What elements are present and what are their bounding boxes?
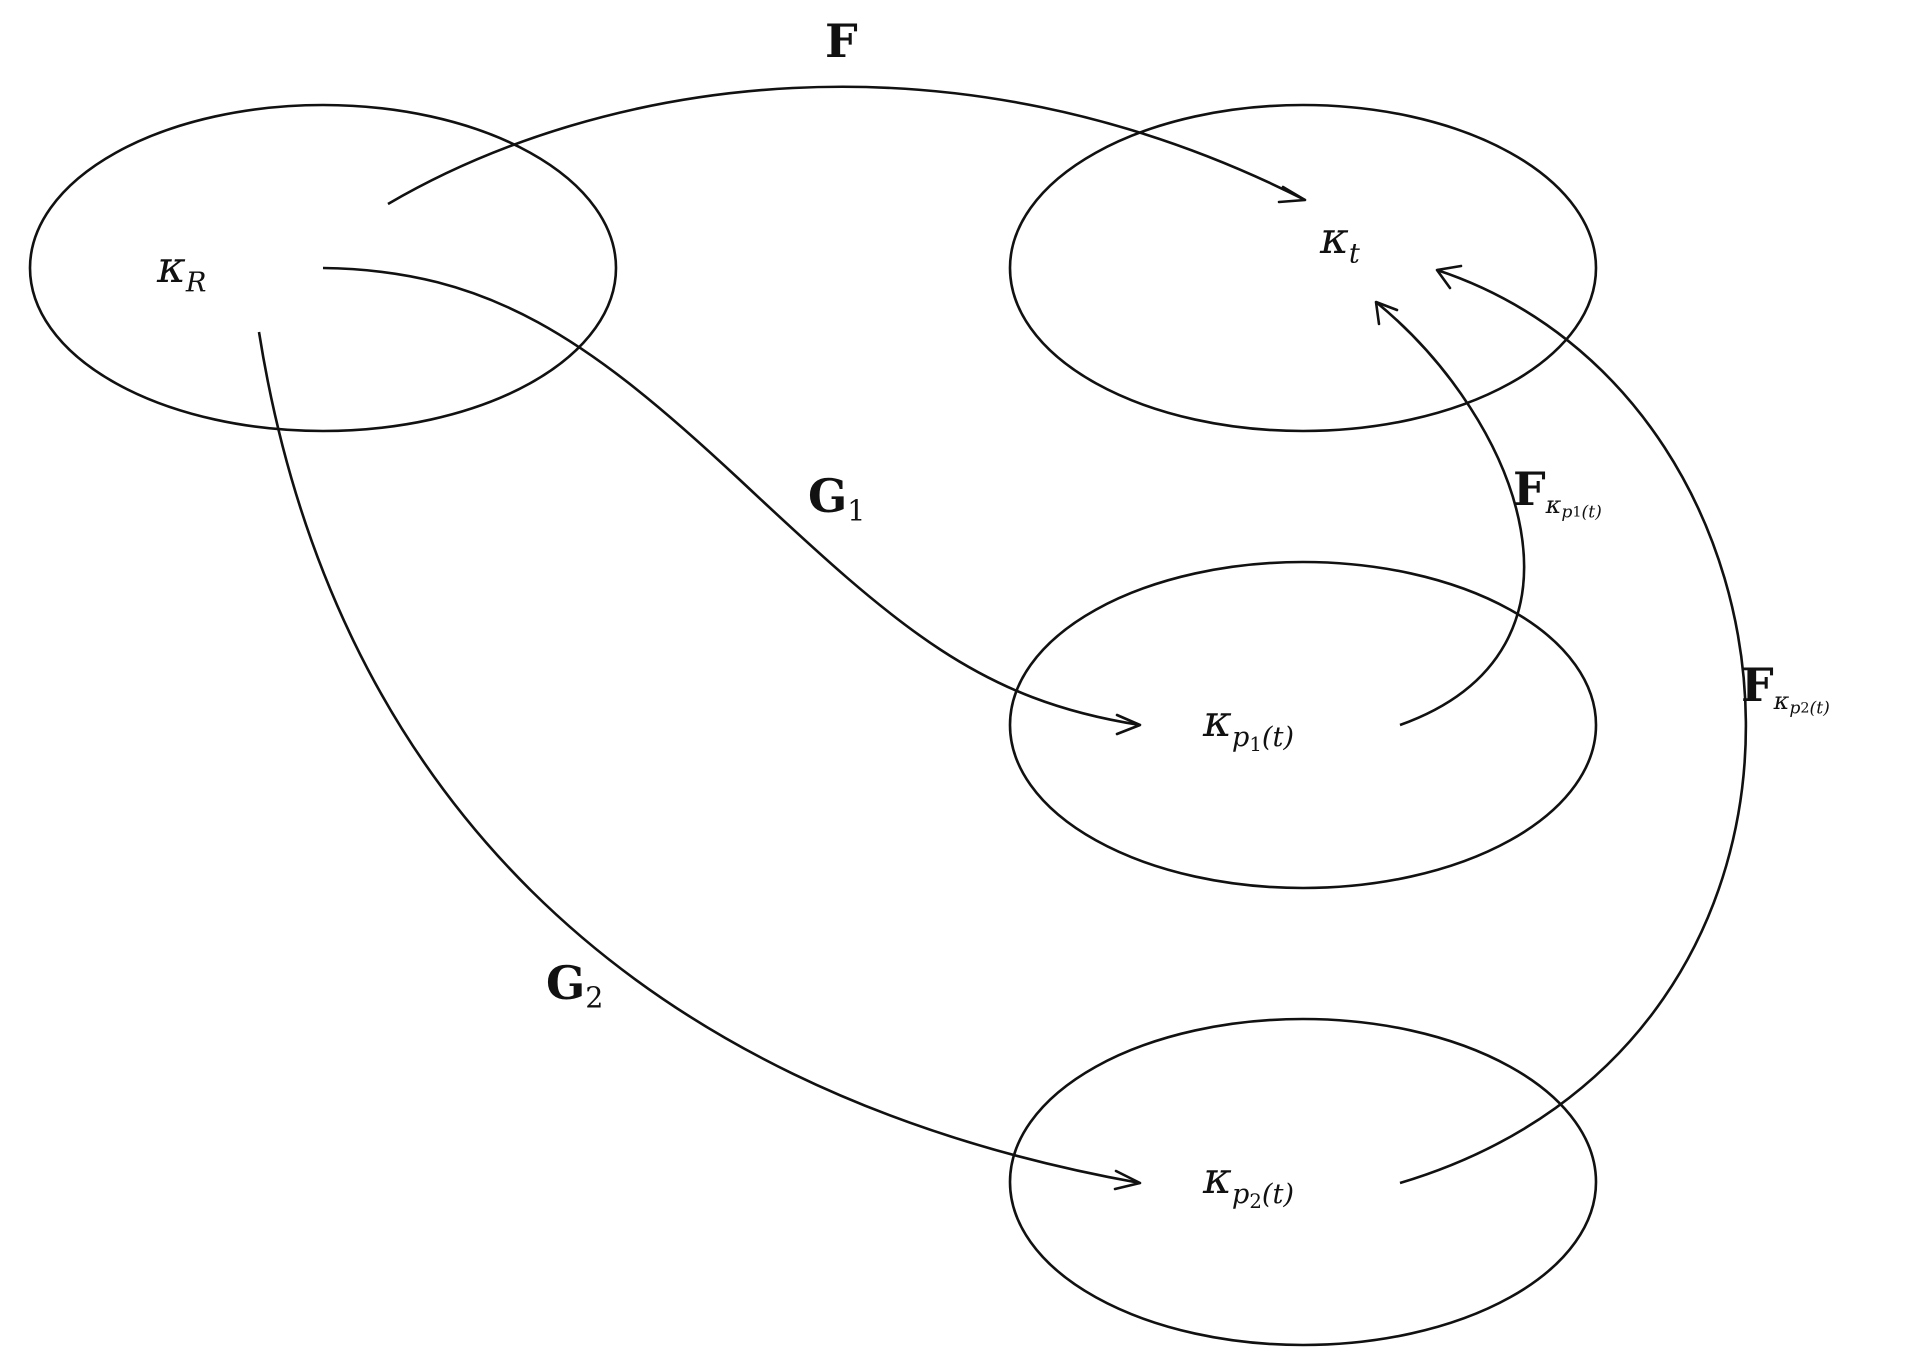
reference-configuration-ellipse xyxy=(28,103,618,433)
F-kappa-p1-subscript: κp1(t) xyxy=(1545,491,1602,521)
kappa-p1-base: κ xyxy=(1203,696,1232,747)
kappa-R-base: κ xyxy=(157,242,186,293)
edge-label-F: F xyxy=(825,18,858,64)
kappa-t-base: κ xyxy=(1320,213,1349,264)
arrowhead-G2 xyxy=(1113,1169,1142,1191)
kappa-p1-subscript: p1(t) xyxy=(1232,722,1294,753)
F-kappa-p2-base: F xyxy=(1741,658,1774,712)
F-kappa-p1-sub-p: p xyxy=(1561,502,1573,523)
arrow-G1 xyxy=(322,266,1141,727)
current-configuration-ellipse xyxy=(1008,103,1598,433)
F-kappa-p2-sub-p: p xyxy=(1789,698,1801,719)
kappa-p2-subscript: p2(t) xyxy=(1232,1179,1294,1210)
arrow-F xyxy=(387,85,1306,206)
kappa-p1-sub-main: p xyxy=(1231,721,1250,753)
F-kappa-p2-sub-paren: (t) xyxy=(1809,698,1830,719)
arrow-F-kappa-p2 xyxy=(1399,268,1748,1185)
G1-subscript: 1 xyxy=(847,494,866,528)
intermediate-configuration-2-ellipse xyxy=(1008,1017,1598,1347)
kappa-p2-sub-sub: 2 xyxy=(1249,1189,1262,1213)
edge-label-G2: G2 xyxy=(546,960,603,1013)
kappa-t-subscript: t xyxy=(1348,238,1360,270)
arrowhead-G1 xyxy=(1115,713,1142,736)
intermediate-configuration-1-ellipse xyxy=(1008,560,1598,890)
F-kappa-p1-base: F xyxy=(1513,462,1546,516)
kappa-R-subscript: R xyxy=(185,267,207,299)
F-kappa-p2-subscript: κp2(t) xyxy=(1773,687,1830,717)
F-base: F xyxy=(825,14,858,68)
kappa-p2-paren: (t) xyxy=(1261,1178,1295,1210)
F-kappa-p1-sub-kappa: κ xyxy=(1545,491,1562,520)
kappa-p2-base: κ xyxy=(1203,1153,1232,1204)
node-label-kappa-p2: κp2(t) xyxy=(1203,1157,1294,1211)
kappa-p1-sub-sub: 1 xyxy=(1249,732,1262,756)
G1-base: G xyxy=(808,469,848,523)
G2-base: G xyxy=(546,956,586,1010)
F-kappa-p2-sub-n: 2 xyxy=(1800,700,1810,717)
arrow-F-kappa-p1 xyxy=(1375,300,1526,727)
kappa-p2-sub-main: p xyxy=(1231,1178,1250,1210)
node-label-kappa-t: κt xyxy=(1320,217,1360,268)
arrow-G2 xyxy=(257,331,1141,1185)
arrowhead-F-kappa-p1 xyxy=(1374,300,1399,326)
edge-label-F-kappa-p2: Fκp2(t) xyxy=(1741,662,1830,718)
kappa-p1-paren: (t) xyxy=(1261,721,1295,753)
arrowhead-F-kappa-p2 xyxy=(1435,264,1463,290)
node-label-kappa-p1: κp1(t) xyxy=(1203,700,1294,754)
F-kappa-p2-sub-kappa: κ xyxy=(1773,687,1790,716)
edge-label-F-kappa-p1: Fκp1(t) xyxy=(1513,466,1602,522)
F-kappa-p1-sub-n: 1 xyxy=(1572,504,1582,521)
F-kappa-p1-sub-paren: (t) xyxy=(1581,502,1602,523)
arrowhead-F xyxy=(1277,185,1307,204)
edge-label-G1: G1 xyxy=(808,473,865,526)
node-label-kappa-R: κR xyxy=(157,246,206,297)
G2-subscript: 2 xyxy=(585,981,604,1015)
